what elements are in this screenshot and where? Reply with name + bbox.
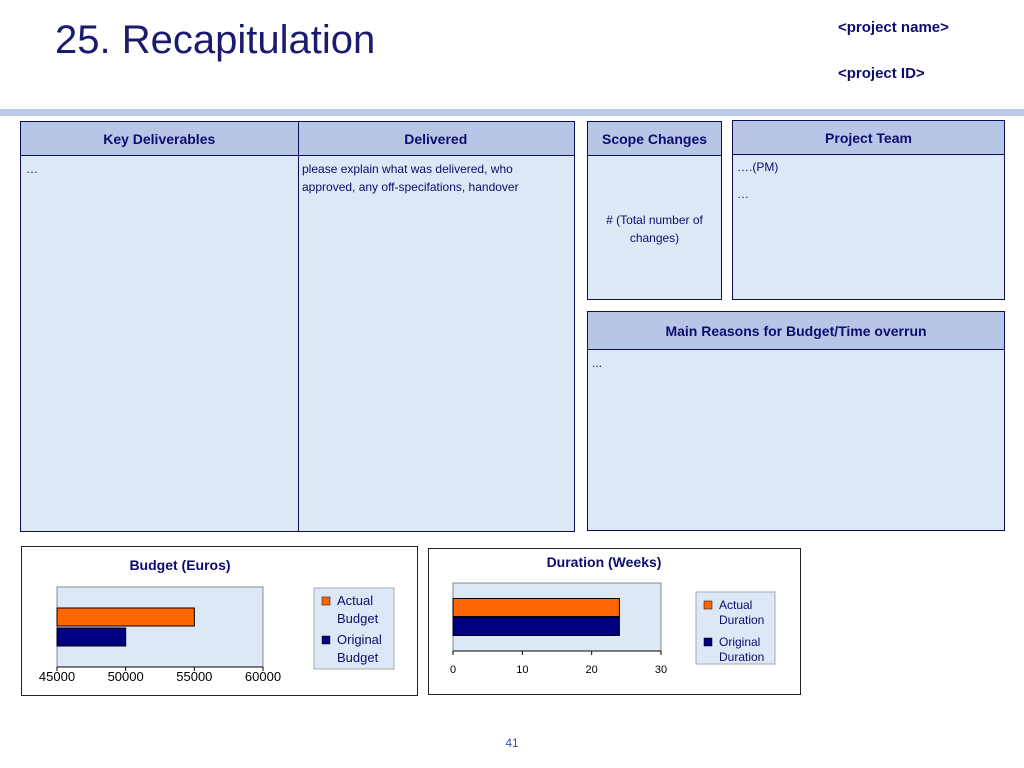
budget-legend-label: Actual xyxy=(337,593,373,608)
key-deliverables-header: Key Deliverables xyxy=(103,130,216,147)
project-team-header: Project Team xyxy=(733,121,1004,155)
deliverables-header-row: Key Deliverables Delivered xyxy=(21,122,574,156)
page-number: 41 xyxy=(505,736,519,750)
duration-legend-label: Original xyxy=(719,635,760,649)
budget-legend-swatch xyxy=(321,596,331,606)
budget-tick-label: 60000 xyxy=(245,669,281,684)
duration-legend-label: Duration xyxy=(719,613,764,627)
duration-legend-label: Actual xyxy=(719,598,752,612)
header-divider xyxy=(0,109,1024,116)
budget-chart: Budget (Euros) 45000 50000 55000 60000 Actual… xyxy=(39,557,395,684)
scope-changes-header: Scope Changes xyxy=(588,122,721,156)
scope-changes-box: Scope Changes # (Total number of changes… xyxy=(587,121,722,300)
overrun-text: ... xyxy=(592,356,603,370)
duration-bar-original xyxy=(452,617,620,636)
budget-tick-label: 55000 xyxy=(176,669,212,684)
budget-legend-label: Budget xyxy=(337,611,379,626)
duration-legend-swatch xyxy=(703,637,713,647)
duration-chart-title: Duration (Weeks) xyxy=(547,554,662,570)
project-team-box: Project Team ….(PM) … xyxy=(732,120,1005,300)
overrun-header: Main Reasons for Budget/Time overrun xyxy=(588,312,1004,350)
budget-chart-title: Budget (Euros) xyxy=(129,557,230,573)
duration-tick-label: 20 xyxy=(586,664,598,676)
duration-tick-label: 0 xyxy=(450,664,456,676)
scope-changes-count: # (Total number of changes) xyxy=(606,213,703,245)
delivered-header: Delivered xyxy=(404,130,468,147)
budget-legend-label: Original xyxy=(337,632,382,647)
duration-legend-label: Duration xyxy=(719,650,764,664)
overrun-box: Main Reasons for Budget/Time overrun ... xyxy=(587,311,1005,531)
project-name: <project name> xyxy=(838,19,949,36)
duration-bar-actual xyxy=(452,598,620,617)
budget-tick-label: 50000 xyxy=(108,669,144,684)
budget-tick-label: 45000 xyxy=(39,669,75,684)
duration-legend-swatch xyxy=(703,600,713,610)
column-divider xyxy=(298,122,299,531)
slide-title: 25. Recapitulation xyxy=(55,18,376,62)
project-team-members: … xyxy=(737,187,749,201)
key-deliverables-cell: … xyxy=(26,162,38,176)
duration-tick-label: 10 xyxy=(516,664,528,676)
delivered-cell: please explain what was delivered, who a… xyxy=(302,162,519,194)
budget-legend-swatch xyxy=(321,635,331,645)
budget-bar-original xyxy=(56,627,127,647)
budget-legend-label: Budget xyxy=(337,650,379,665)
budget-chart-frame: Budget (Euros) 45000 50000 55000 60000 Actual… xyxy=(21,546,418,696)
project-team-pm: ….(PM) xyxy=(737,160,779,174)
project-id: <project ID> xyxy=(838,65,925,82)
budget-plot-area xyxy=(56,586,264,668)
budget-bar-actual xyxy=(56,607,195,627)
deliverables-table: Key Deliverables Delivered … please expl… xyxy=(20,121,575,532)
duration-tick-label: 30 xyxy=(655,664,667,676)
